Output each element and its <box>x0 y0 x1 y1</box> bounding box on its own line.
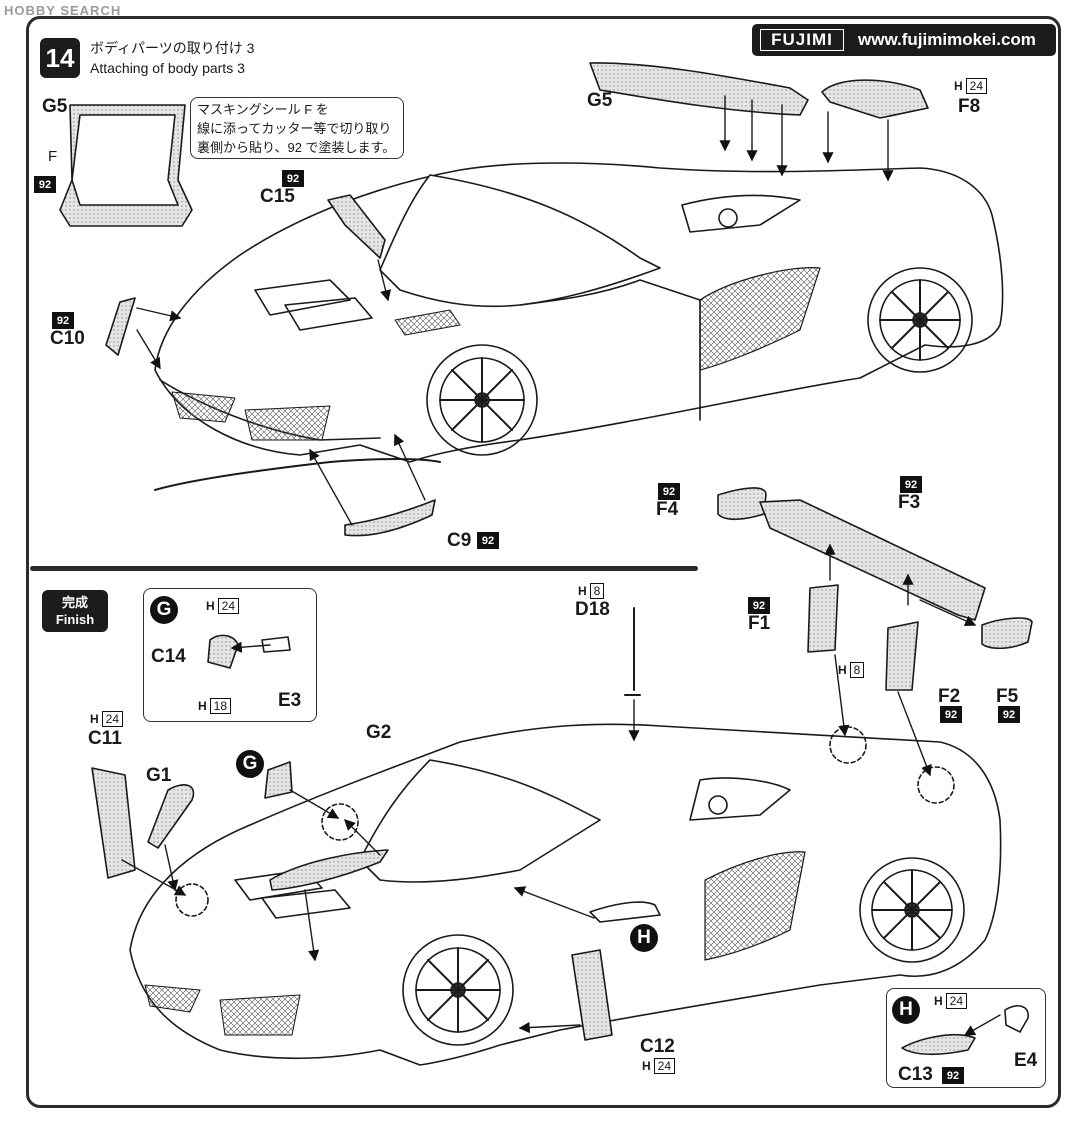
step-title-en: Attaching of body parts 3 <box>90 60 245 76</box>
paint-f4: 92 <box>658 483 680 500</box>
e4-part <box>1004 1005 1029 1033</box>
finish-jp: 完成 <box>61 595 88 610</box>
c15-part <box>327 194 386 259</box>
c13-part <box>901 1034 976 1056</box>
g-mirror-part <box>264 761 293 799</box>
paint-f5: 92 <box>998 706 1020 723</box>
label-f8: F8 <box>958 96 981 117</box>
detail-box-h <box>886 988 1046 1088</box>
finish-tag: 完成 Finish <box>42 590 108 632</box>
brand-bar: FUJIMI www.fujimimokei.com <box>752 24 1056 56</box>
c9-part <box>344 499 436 537</box>
label-f1: F1 <box>748 613 771 634</box>
paint-g5: 92 <box>34 176 56 193</box>
label-g1: G1 <box>146 765 172 786</box>
g1-part <box>147 784 195 849</box>
paint-c13: 92 <box>942 1067 964 1084</box>
circle-h: H <box>892 996 920 1024</box>
note-line-2: 線に添ってカッター等で切り取り <box>197 121 392 136</box>
car-top-outline <box>154 162 1004 491</box>
paint-f2: 92 <box>940 706 962 723</box>
watermark: HOBBY SEARCH <box>4 3 122 18</box>
label-e3: E3 <box>278 690 302 711</box>
label-c10: C10 <box>50 328 85 349</box>
label-mask-f: F <box>48 148 58 165</box>
label-f4: F4 <box>656 499 679 520</box>
label-c12: C12 <box>640 1036 675 1057</box>
g5-wing-part <box>589 62 809 116</box>
paint-c10: 92 <box>52 312 74 329</box>
label-c14: C14 <box>151 646 186 667</box>
f2-part <box>885 621 919 691</box>
circle-h-ref: H <box>630 924 658 952</box>
step-number: 14 <box>40 38 80 78</box>
label-c11: C11 <box>88 728 122 749</box>
car-bottom-outline <box>129 723 1002 1066</box>
circle-g-ref: G <box>236 750 264 778</box>
step-title-jp: ボディパーツの取り付け 3 <box>90 40 255 56</box>
label-f3: F3 <box>898 492 921 513</box>
d18-antenna <box>624 607 641 696</box>
g2-part <box>269 849 389 891</box>
brand-url: www.fujimimokei.com <box>858 30 1036 49</box>
f1-part <box>807 584 839 653</box>
fujimi-logo: FUJIMI <box>760 29 844 51</box>
label-d18: D18 <box>575 599 610 620</box>
paint-c15: 92 <box>282 170 304 187</box>
f3-part <box>759 499 986 621</box>
label-f2: F2 <box>938 686 961 707</box>
label-c15: C15 <box>260 186 295 207</box>
note-line-1: マスキングシール F を <box>197 102 329 117</box>
masking-note: マスキングシール F を 線に添ってカッター等で切り取り 裏側から貼り、92 で… <box>190 97 404 159</box>
label-e4: E4 <box>1014 1050 1038 1071</box>
f5-part <box>981 617 1033 650</box>
e3-part <box>261 636 291 653</box>
label-g5-wing: G5 <box>587 90 613 111</box>
f4-part <box>717 487 767 521</box>
label-c13: C13 <box>898 1064 933 1085</box>
note-line-3: 裏側から貼り、92 で塗装します。 <box>197 140 396 155</box>
detail-box-g <box>143 588 317 722</box>
circle-g: G <box>150 596 178 624</box>
c10-part <box>105 297 136 356</box>
instruction-frame <box>26 16 1061 1108</box>
paint-f1: 92 <box>748 597 770 614</box>
finish-en: Finish <box>55 612 95 627</box>
f8-part <box>821 79 929 119</box>
label-g5-mask: G5 <box>42 96 68 117</box>
c11-part <box>91 767 136 879</box>
h-mirror-part <box>589 901 661 923</box>
label-g2: G2 <box>366 722 392 743</box>
label-c9: C9 <box>447 530 472 551</box>
section-divider <box>30 566 698 571</box>
paint-c9: 92 <box>477 532 499 549</box>
c14-part <box>207 634 239 669</box>
paint-f3: 92 <box>900 476 922 493</box>
label-f5: F5 <box>996 686 1019 707</box>
c12-part <box>571 949 613 1041</box>
